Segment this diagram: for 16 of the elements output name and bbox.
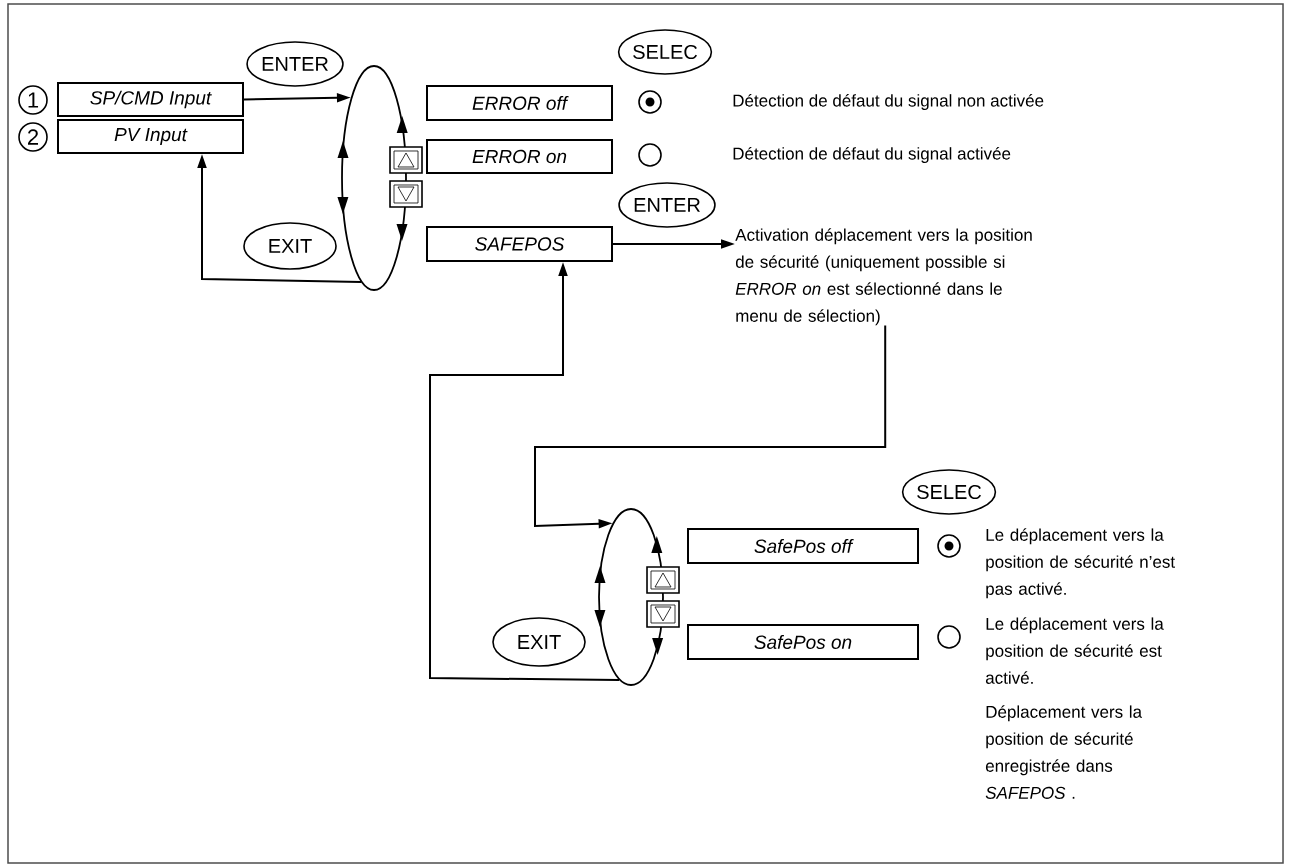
menu-item-box: SP/CMD Input — [57, 82, 244, 117]
menu-item-box: ERROR off — [426, 85, 613, 121]
menu-item-box: SafePos on — [687, 624, 919, 660]
description-text: Détection de défaut du signal activée — [733, 146, 1011, 163]
description-text: Le déplacement vers la position de sécurité est activé. — [985, 617, 1164, 684]
menu-item-box: SafePos off — [687, 528, 919, 564]
description-text: Déplacement vers la position de sécurité enregistrée dans SAFEPOS . — [985, 705, 1143, 799]
menu-item-box: ERROR on — [426, 139, 613, 174]
description-text: Le déplacement vers la position de sécurité n’est pas activé. — [986, 528, 1175, 599]
description-text: Détection de défaut du signal non activée — [733, 93, 1044, 110]
arrow — [534, 324, 887, 529]
menu-item-box: PV Input — [57, 119, 244, 154]
description-text: Activation déplacement vers la position de sécurité (uniquement possible si ERROR on est sélectionné dans le menu de sélection) — [735, 228, 1032, 326]
menu-loop — [337, 65, 408, 291]
menu-item-box: SAFEPOS — [426, 226, 613, 262]
menu-loop — [594, 508, 664, 686]
